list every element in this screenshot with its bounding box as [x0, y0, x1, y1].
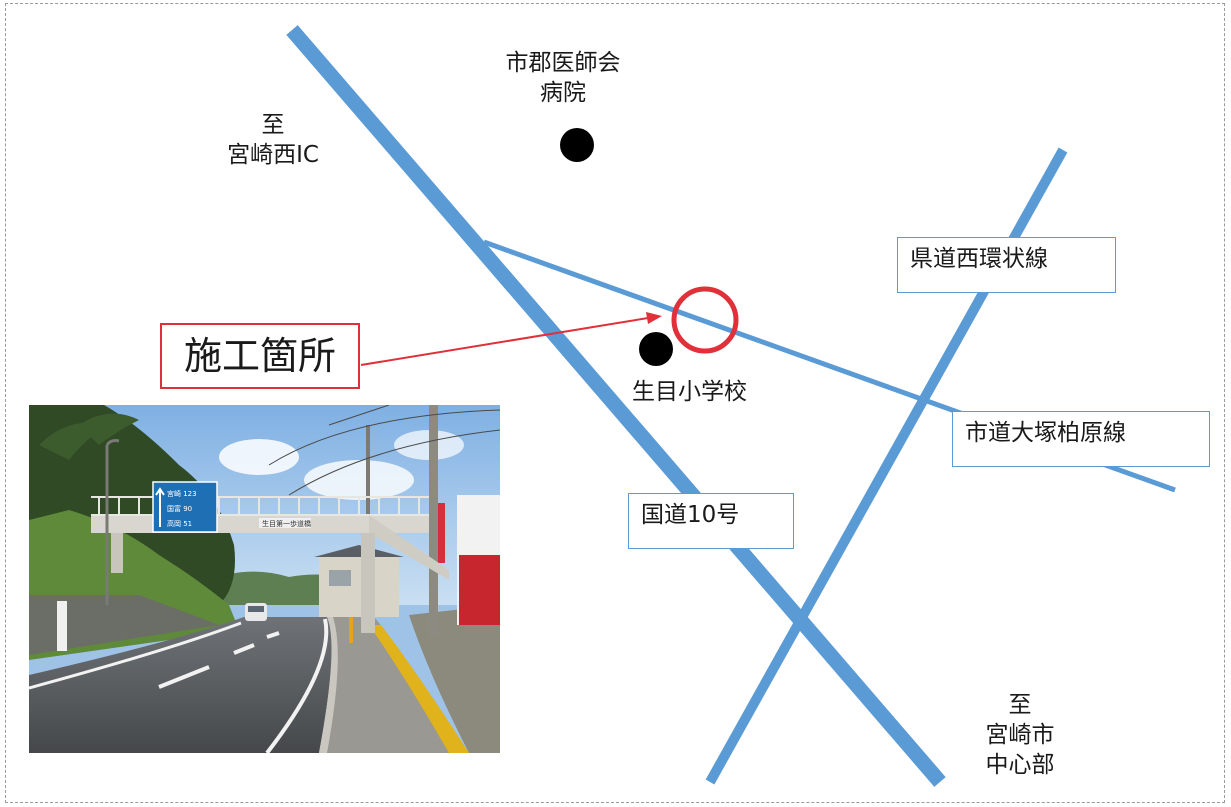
city-road-label-text: 市道大塚柏原線	[965, 420, 1126, 446]
national-route-label: 国道10号	[628, 493, 794, 549]
school-marker	[639, 332, 673, 366]
photo-direction-sign-line-2: 国富 90	[167, 504, 192, 513]
photo-direction-sign	[152, 481, 218, 533]
to-city-center-label: 至 宮崎市 中心部	[960, 690, 1080, 780]
photo-power-lines	[268, 405, 500, 496]
photo-palm-fronds	[39, 413, 139, 460]
hospital-marker	[560, 128, 594, 162]
photo-curb	[319, 617, 338, 753]
callout-arrowhead	[646, 312, 662, 324]
photo-right-edge-line	[265, 618, 329, 753]
school-label: 生目小学校	[632, 377, 812, 407]
construction-site-callout: 施工箇所	[160, 323, 360, 389]
photo-direction-sign-line-1: 宮崎 123	[167, 489, 197, 498]
to-city-center-line-1: 至	[1008, 692, 1032, 718]
photo-direction-sign-line-3: 高岡 51	[167, 519, 192, 528]
photo-cloud	[304, 460, 414, 500]
photo-car-window	[248, 606, 264, 612]
photo-utility-pole	[429, 405, 438, 637]
photo-roadside-sign	[57, 601, 67, 651]
callout-leader-line	[360, 317, 649, 366]
city-road-label: 市道大塚柏原線	[952, 411, 1210, 467]
photo-bridge-nameplate	[259, 518, 311, 528]
site-photo-illustration: 宮崎 123 国富 90 高岡 51 生目第一歩道橋	[29, 405, 500, 753]
hospital-label-line-2: 病院	[540, 80, 586, 106]
construction-site-ring	[671, 286, 739, 354]
to-city-center-line-3: 中心部	[985, 752, 1055, 778]
photo-grass-right	[409, 605, 500, 753]
photo-bridge-nameplate-text: 生目第一歩道橋	[262, 519, 311, 528]
to-miyazaki-west-ic-line-1: 至	[261, 112, 285, 138]
photo-retaining-wall	[29, 595, 219, 655]
photo-delineator	[349, 617, 353, 643]
photo-cloud	[219, 439, 299, 475]
photo-road	[29, 617, 333, 753]
prefectural-road-label: 県道西環状線	[897, 237, 1116, 293]
hospital-label: 市郡医師会 病院	[488, 48, 638, 108]
to-city-center-line-2: 宮崎市	[985, 722, 1055, 748]
photo-building-window	[329, 570, 351, 586]
map-frame	[5, 3, 1225, 803]
to-miyazaki-west-ic-label: 至 宮崎西IC	[198, 110, 348, 170]
photo-street-light	[105, 439, 120, 605]
photo-sidewalk	[319, 617, 459, 753]
photo-center-line	[158, 631, 280, 689]
site-photo: 宮崎 123 国富 90 高岡 51 生目第一歩道橋	[29, 405, 500, 753]
construction-site-callout-text: 施工箇所	[183, 334, 336, 378]
photo-footbridge-pillar	[361, 533, 375, 633]
hospital-label-line-1: 市郡医師会	[505, 50, 621, 76]
national-route-label-text: 国道10号	[641, 502, 740, 528]
photo-footbridge-pillar	[111, 533, 123, 573]
to-miyazaki-west-ic-line-2: 宮崎西IC	[227, 142, 319, 168]
school-label-text: 生目小学校	[632, 379, 747, 405]
photo-edge-line	[29, 621, 242, 690]
photo-footbridge-stairs	[369, 515, 449, 580]
photo-building-roof	[314, 545, 404, 557]
national-route-10-road	[286, 25, 946, 787]
prefectural-road-label-text: 県道西環状線	[910, 246, 1048, 272]
photo-direction-sign-arrow	[155, 487, 165, 527]
photo-shop-sign-red	[459, 555, 500, 625]
photo-tactile-paving	[369, 625, 469, 753]
